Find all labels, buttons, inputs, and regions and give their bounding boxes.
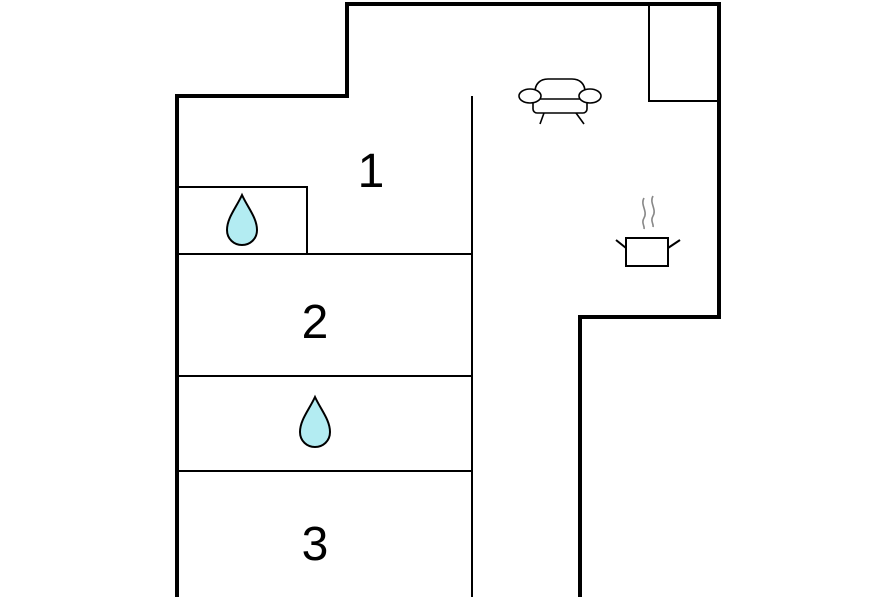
water-drop-icon [298,394,332,449]
room-label-1: 1 [358,145,385,198]
bathroom-small-wall [177,186,308,254]
cooking-pot-icon [615,195,681,267]
closet-wall [648,4,719,102]
room-label-3: 3 [302,518,329,571]
water-drop-icon [225,192,259,247]
sofa-icon [518,78,602,125]
room-label-2: 2 [302,296,329,349]
outer-wall [175,2,721,597]
